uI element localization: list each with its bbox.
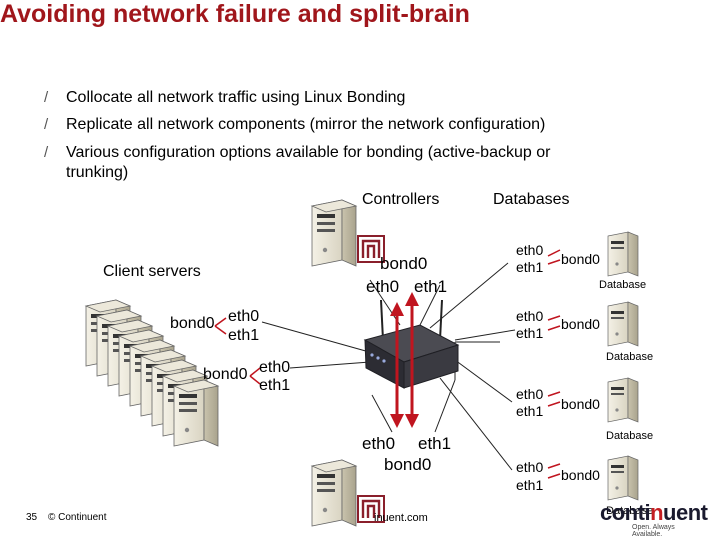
bullet-text: Replicate all network components (mirror…: [66, 116, 546, 133]
client-2-eth1: eth1: [259, 377, 291, 394]
db-3-eth0: eth0: [516, 386, 544, 402]
database-server-2: [607, 301, 639, 347]
copyright-text: © Continuent: [48, 512, 107, 523]
db-2-bond: bond0: [561, 316, 600, 332]
controller-top-eth0: eth0: [366, 277, 400, 296]
client-servers-header: Client servers: [103, 263, 201, 280]
bullet-marker: /: [44, 144, 49, 161]
bullet-marker: /: [44, 89, 49, 106]
db-4-eth0: eth0: [516, 459, 544, 475]
controller-bottom-eth0: eth0: [362, 434, 396, 453]
db-1-bond: bond0: [561, 251, 600, 267]
bullet-text: Collocate all network traffic using Linu…: [66, 89, 406, 106]
database-server-1: [607, 231, 639, 277]
bullet-text: Various configuration options available …: [66, 144, 551, 161]
db-1-eth0: eth0: [516, 242, 544, 258]
client-1-eth1: eth1: [228, 327, 260, 344]
controller-bottom-bond: bond0: [384, 455, 432, 474]
db-4-eth1: eth1: [516, 477, 544, 493]
company-logo: continuent Open. Always Available.: [598, 500, 708, 538]
controllers-header: Controllers: [362, 191, 440, 208]
logo-tagline: Open. Always Available.: [632, 524, 675, 538]
client-1-eth0: eth0: [228, 308, 260, 325]
db-2-eth0: eth0: [516, 308, 544, 324]
page-number: 35: [26, 512, 38, 523]
db-3-eth1: eth1: [516, 403, 544, 419]
db-4-label: Database: [606, 505, 654, 517]
db-1-eth1: eth1: [516, 259, 544, 275]
controller-server-top: [311, 199, 385, 267]
bullet-marker: /: [44, 116, 49, 133]
redundancy-arrows: [390, 292, 419, 428]
db-3-label: Database: [606, 430, 654, 442]
controller-top-bond: bond0: [380, 254, 428, 273]
controller-server-bottom: [311, 459, 385, 527]
bullet-text-continued: trunking): [66, 164, 129, 181]
footer-url: inuent.com: [374, 512, 428, 524]
db-4-bond: bond0: [561, 467, 600, 483]
database-server-4: [607, 455, 639, 501]
client-2-eth0: eth0: [259, 359, 291, 376]
db-2-eth1: eth1: [516, 325, 544, 341]
bond-arrows: [214, 249, 561, 479]
logo-wordmark: continuent: [600, 500, 708, 525]
client-1-bond: bond0: [170, 315, 215, 332]
client-2-bond: bond0: [203, 366, 248, 383]
databases-header: Databases: [493, 191, 570, 208]
controller-top-eth1: eth1: [414, 277, 448, 296]
db-1-label: Database: [599, 279, 647, 291]
db-3-bond: bond0: [561, 396, 600, 412]
page-title: Avoiding network failure and split-brain: [0, 0, 470, 28]
db-2-label: Database: [606, 351, 654, 363]
database-server-3: [607, 377, 639, 423]
controller-bottom-eth1: eth1: [418, 434, 452, 453]
